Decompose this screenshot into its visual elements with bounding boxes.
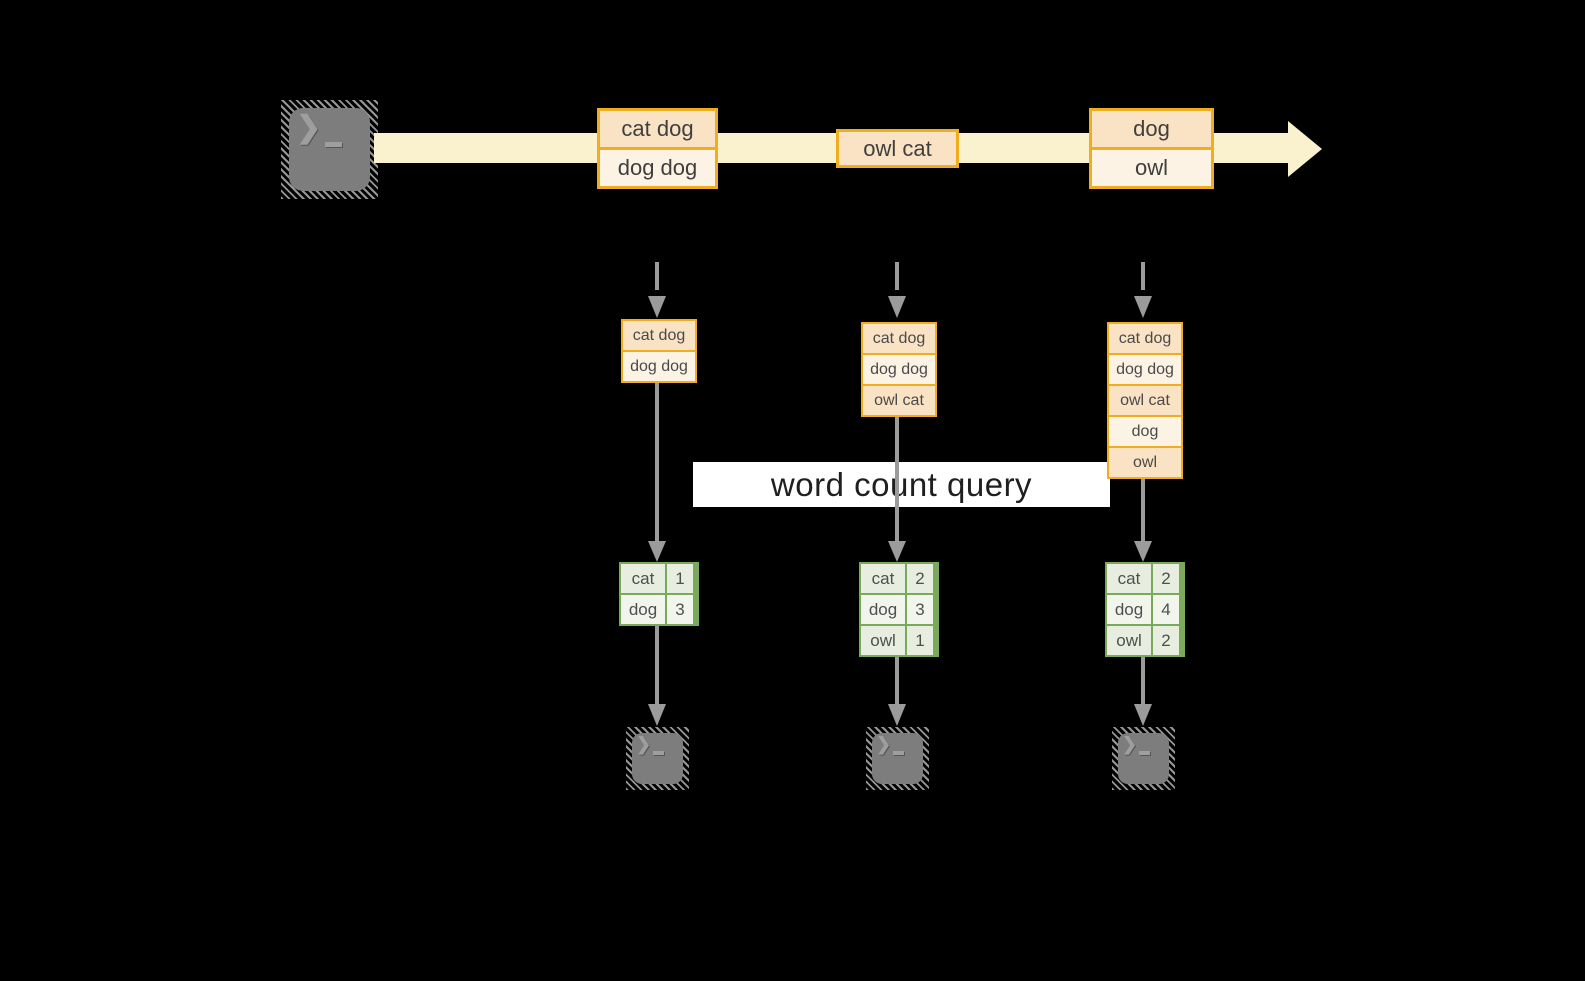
state-cell: cat dog [1109,324,1181,353]
state-cell: cat dog [863,324,935,353]
terminal-screen [632,733,683,784]
terminal-screen [872,733,923,784]
prompt-chevron-icon: ❯ [876,734,892,754]
dashed-arrow-2 [888,262,906,318]
prompt-underscore-icon [325,142,342,147]
stream-event-cell: owl [1092,150,1211,186]
state-cell: owl [1109,448,1181,477]
terminal-output-icon-3: ❯ [1112,727,1175,790]
state-cell: dog dog [1109,355,1181,384]
prompt-chevron-icon: ❯ [296,111,322,144]
terminal-output-icon-2: ❯ [866,727,929,790]
count-value-cell: 2 [1153,626,1179,655]
stream-event-cell: owl cat [839,132,956,165]
state-cell: dog dog [623,352,695,381]
flow-arrow-count-to-output-3 [1134,657,1152,726]
state-cell: owl cat [1109,386,1181,415]
flow-arrow-state-to-count-3 [1134,479,1152,562]
prompt-underscore-icon [1139,751,1150,755]
count-value-cell: 2 [907,564,933,593]
flow-arrow-state-to-count-1 [648,383,666,562]
count-value-cell: 1 [667,564,693,593]
count-value-cell: 4 [1153,595,1179,624]
count-value-cell: 3 [907,595,933,624]
terminal-source-icon: ❯ [281,100,378,199]
prompt-chevron-icon: ❯ [1122,734,1138,754]
count-word-cell: owl [861,626,905,655]
stream-arrowhead-icon [1288,121,1322,177]
state-cell: dog dog [863,355,935,384]
count-word-cell: dog [861,595,905,624]
stream-event-cell: cat dog [600,111,715,147]
count-table-1: cat 1 dog 3 [619,562,699,626]
prompt-underscore-icon [893,751,904,755]
terminal-screen [1118,733,1169,784]
state-cell: owl cat [863,386,935,415]
stream-event-box-3: dog owl [1089,108,1214,189]
count-table-3: cat 2 dog 4 owl 2 [1105,562,1185,657]
count-word-cell: owl [1107,626,1151,655]
dashed-arrow-1 [648,262,666,318]
flow-arrow-count-to-output-2 [888,657,906,726]
state-stack-3: cat dog dog dog owl cat dog owl [1107,322,1183,479]
state-stack-1: cat dog dog dog [621,319,697,383]
query-label-box: word count query [693,462,1110,507]
count-value-cell: 3 [667,595,693,624]
count-table-2: cat 2 dog 3 owl 1 [859,562,939,657]
terminal-output-icon-1: ❯ [626,727,689,790]
stream-event-cell: dog [1092,111,1211,147]
prompt-underscore-icon [653,751,664,755]
stream-event-box-2: owl cat [836,129,959,168]
prompt-chevron-icon: ❯ [636,734,652,754]
count-word-cell: dog [1107,595,1151,624]
count-word-cell: cat [621,564,665,593]
state-cell: cat dog [623,321,695,350]
stream-event-box-1: cat dog dog dog [597,108,718,189]
flow-arrow-state-to-count-2 [888,417,906,562]
count-word-cell: dog [621,595,665,624]
flow-arrow-count-to-output-1 [648,626,666,726]
terminal-screen [289,108,370,191]
state-stack-2: cat dog dog dog owl cat [861,322,937,417]
count-value-cell: 2 [1153,564,1179,593]
count-word-cell: cat [861,564,905,593]
dashed-arrow-3 [1134,262,1152,318]
stream-event-cell: dog dog [600,150,715,186]
count-value-cell: 1 [907,626,933,655]
state-cell: dog [1109,417,1181,446]
count-word-cell: cat [1107,564,1151,593]
